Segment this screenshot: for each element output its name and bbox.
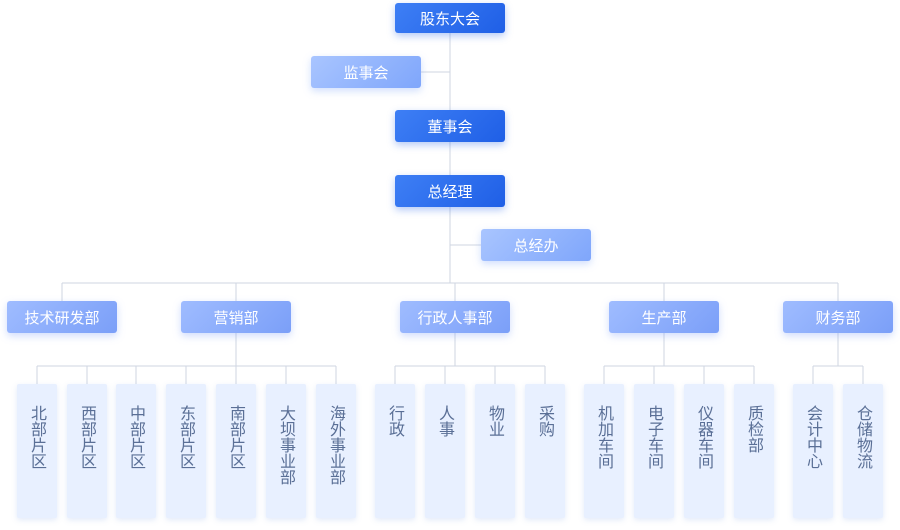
board-of-directors-node[interactable]: 董事会 (395, 110, 505, 142)
dept-tech-rd[interactable]: 技术研发部 (7, 301, 117, 333)
gm-office-node[interactable]: 总经办 (481, 229, 591, 261)
unit-machining-workshop[interactable]: 机加车间 (584, 384, 624, 518)
dept-admin-hr[interactable]: 行政人事部 (400, 301, 510, 333)
unit-east-region[interactable]: 东部片区 (166, 384, 206, 518)
unit-overseas-division[interactable]: 海外事业部 (316, 384, 356, 518)
unit-quality-inspection[interactable]: 质检部 (734, 384, 774, 518)
dept-marketing[interactable]: 营销部 (181, 301, 291, 333)
unit-west-region[interactable]: 西部片区 (67, 384, 107, 518)
dept-production[interactable]: 生产部 (609, 301, 719, 333)
unit-instrument-workshop[interactable]: 仪器车间 (684, 384, 724, 518)
shareholders-meeting-node[interactable]: 股东大会 (395, 3, 505, 33)
unit-dam-division[interactable]: 大坝事业部 (266, 384, 306, 518)
unit-procurement[interactable]: 采购 (525, 384, 565, 518)
unit-property[interactable]: 物业 (475, 384, 515, 518)
unit-north-region[interactable]: 北部片区 (17, 384, 57, 518)
supervisory-board-node[interactable]: 监事会 (311, 56, 421, 88)
unit-central-region[interactable]: 中部片区 (116, 384, 156, 518)
unit-administration[interactable]: 行政 (375, 384, 415, 518)
dept-finance[interactable]: 财务部 (783, 301, 893, 333)
general-manager-node[interactable]: 总经理 (395, 175, 505, 207)
unit-accounting-center[interactable]: 会计中心 (793, 384, 833, 518)
unit-electronics-workshop[interactable]: 电子车间 (634, 384, 674, 518)
unit-south-region[interactable]: 南部片区 (216, 384, 256, 518)
unit-warehouse-logistics[interactable]: 仓储物流 (843, 384, 883, 518)
unit-personnel[interactable]: 人事 (425, 384, 465, 518)
